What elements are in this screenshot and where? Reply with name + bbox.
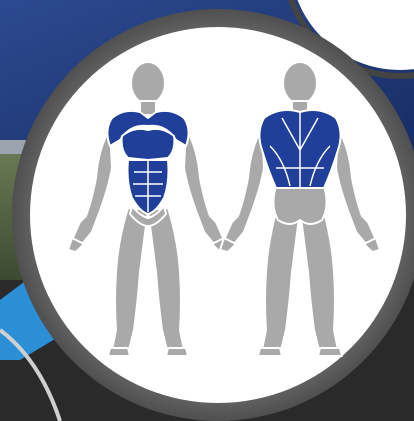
back-left-foot	[258, 348, 282, 356]
back-head	[283, 62, 317, 104]
front-left-foot	[108, 348, 130, 356]
back-glutes	[273, 186, 326, 224]
front-right-foot	[166, 348, 188, 356]
front-chest-highlight	[122, 129, 175, 160]
front-head	[131, 62, 165, 104]
back-right-foot	[318, 348, 342, 356]
